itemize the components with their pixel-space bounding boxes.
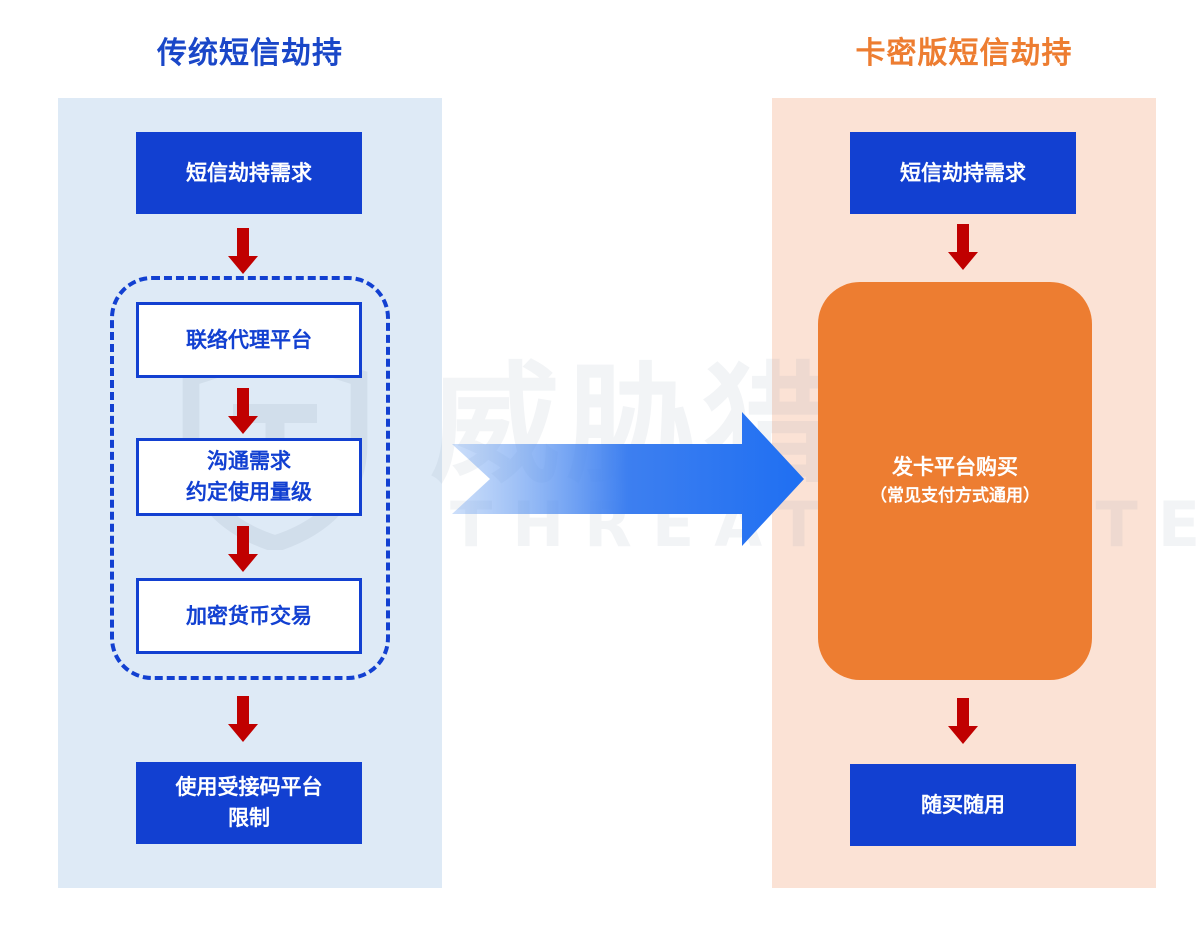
right-demand-label: 短信劫持需求 <box>900 160 1026 185</box>
down-arrow-icon <box>228 526 258 572</box>
left-result-line1: 使用受接码平台 <box>175 775 323 799</box>
right-result-label: 随买随用 <box>921 792 1005 817</box>
left-demand-label: 短信劫持需求 <box>186 160 312 185</box>
down-arrow-icon <box>228 228 258 274</box>
card-platform-label: 发卡平台购买 <box>892 455 1018 479</box>
card-platform-box: 发卡平台购买 （常见支付方式通用） <box>818 282 1092 680</box>
traditional-title: 传统短信劫持 <box>157 36 343 71</box>
right-result-box: 随买随用 <box>850 764 1076 846</box>
transition-arrow-icon <box>452 412 804 546</box>
crypto-trade-label: 加密货币交易 <box>186 603 312 628</box>
negotiate-label-line1: 沟通需求 <box>207 449 291 473</box>
card-version-title: 卡密版短信劫持 <box>855 36 1073 71</box>
right-demand-box: 短信劫持需求 <box>850 132 1076 214</box>
negotiate-label-line2: 约定使用量级 <box>186 480 312 504</box>
crypto-trade-box: 加密货币交易 <box>136 578 362 654</box>
negotiate-box: 沟通需求 约定使用量级 <box>136 438 362 516</box>
contact-agent-box: 联络代理平台 <box>136 302 362 378</box>
payment-note-label: （常见支付方式通用） <box>870 486 1040 506</box>
contact-agent-label: 联络代理平台 <box>186 327 312 352</box>
down-arrow-icon <box>228 696 258 742</box>
down-arrow-icon <box>948 224 978 270</box>
left-demand-box: 短信劫持需求 <box>136 132 362 214</box>
agent-process-group <box>110 276 390 680</box>
left-result-line2: 限制 <box>228 806 270 830</box>
down-arrow-icon <box>948 698 978 744</box>
left-result-box: 使用受接码平台 限制 <box>136 762 362 844</box>
down-arrow-icon <box>228 388 258 434</box>
